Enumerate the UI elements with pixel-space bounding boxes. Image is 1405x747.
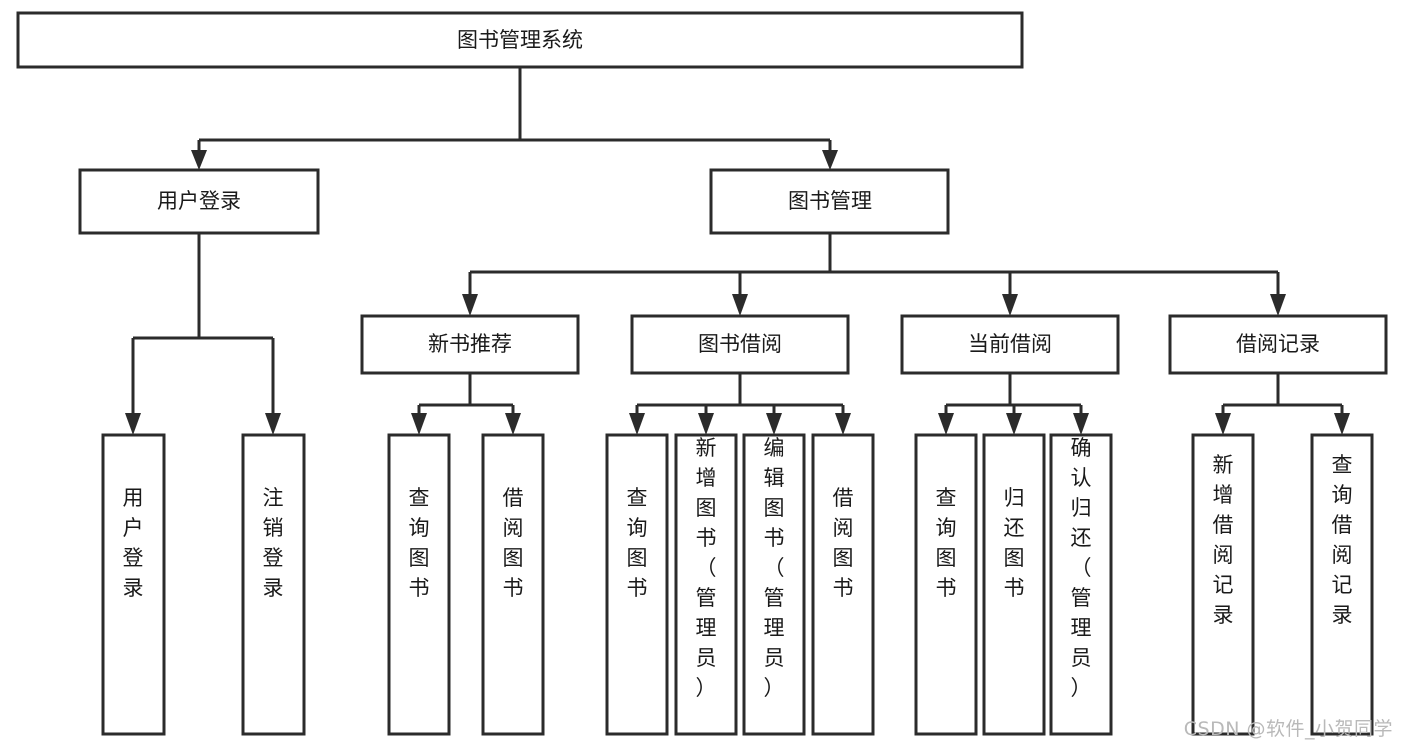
node-leaf-add-record[interactable]: 新增借阅记录 xyxy=(1191,433,1255,736)
node-user-login[interactable]: 用户登录 xyxy=(78,168,320,235)
arrowhead-book-manage xyxy=(822,150,838,170)
node-leaf-return-book-box[interactable] xyxy=(982,433,1046,736)
arrowhead-leaf-add-record xyxy=(1215,413,1231,435)
node-leaf-query-book-2-box[interactable] xyxy=(605,433,669,736)
node-leaf-query-record-box[interactable] xyxy=(1310,433,1374,736)
node-borrow-record-label: 借阅记录 xyxy=(1236,332,1320,356)
node-leaf-query-book-1[interactable]: 查询图书 xyxy=(387,433,451,736)
arrowhead-leaf-borrow-book-1 xyxy=(505,413,521,435)
arrowhead-current-borrow xyxy=(1002,294,1018,316)
node-borrow-record[interactable]: 借阅记录 xyxy=(1168,314,1388,375)
arrowhead-leaf-user-login xyxy=(125,413,141,435)
node-leaf-query-record[interactable]: 查询借阅记录 xyxy=(1310,433,1374,736)
node-leaf-borrow-book-2-label: 借阅图书 xyxy=(833,486,854,600)
node-leaf-add-book-label: 新增图书（管理员） xyxy=(696,436,717,700)
arrowhead-leaf-query-book-2 xyxy=(629,413,645,435)
node-leaf-edit-book[interactable]: 编辑图书（管理员） xyxy=(742,433,806,736)
node-leaf-return-book-label: 归还图书 xyxy=(1004,486,1025,600)
node-book-manage-box[interactable] xyxy=(709,168,950,235)
arrowhead-leaf-add-book xyxy=(698,413,714,435)
node-book-borrow-box[interactable] xyxy=(630,314,850,375)
node-leaf-query-book-3-label: 查询图书 xyxy=(936,486,957,600)
node-root-box[interactable] xyxy=(16,11,1024,69)
node-new-book-recommend-label: 新书推荐 xyxy=(428,332,512,356)
node-leaf-confirm-return-label: 确认归还（管理员） xyxy=(1071,436,1092,700)
node-leaf-query-book-1-box[interactable] xyxy=(387,433,451,736)
node-book-borrow[interactable]: 图书借阅 xyxy=(630,314,850,375)
node-book-borrow-label: 图书借阅 xyxy=(698,332,782,356)
node-leaf-query-book-3[interactable]: 查询图书 xyxy=(914,433,978,736)
node-new-book-recommend-box[interactable] xyxy=(360,314,580,375)
node-current-borrow[interactable]: 当前借阅 xyxy=(900,314,1120,375)
node-leaf-add-book[interactable]: 新增图书（管理员） xyxy=(674,433,738,736)
node-leaf-confirm-return[interactable]: 确认归还（管理员） xyxy=(1049,433,1113,736)
arrowhead-leaf-query-record xyxy=(1334,413,1350,435)
arrowhead-book-borrow xyxy=(732,294,748,316)
arrowhead-leaf-query-book-1 xyxy=(411,413,427,435)
node-leaf-query-book-2[interactable]: 查询图书 xyxy=(605,433,669,736)
node-leaf-user-logout-box[interactable] xyxy=(241,433,306,736)
node-leaf-user-logout-label: 注销登录 xyxy=(263,486,284,600)
connector-layer xyxy=(125,67,1350,435)
node-leaf-edit-book-box[interactable] xyxy=(742,433,806,736)
node-leaf-user-logout[interactable]: 注销登录 xyxy=(241,433,306,736)
node-book-manage[interactable]: 图书管理 xyxy=(709,168,950,235)
node-leaf-borrow-book-1[interactable]: 借阅图书 xyxy=(481,433,545,736)
arrowhead-leaf-edit-book xyxy=(766,413,782,435)
node-user-login-label: 用户登录 xyxy=(157,189,241,213)
node-new-book-recommend[interactable]: 新书推荐 xyxy=(360,314,580,375)
arrowhead-leaf-user-logout xyxy=(265,413,281,435)
arrowhead-leaf-return-book xyxy=(1006,413,1022,435)
arrowhead-leaf-borrow-book-2 xyxy=(835,413,851,435)
node-leaf-borrow-book-2-box[interactable] xyxy=(811,433,875,736)
arrowhead-new-book-recommend xyxy=(462,294,478,316)
node-leaf-borrow-book-2[interactable]: 借阅图书 xyxy=(811,433,875,736)
arrowhead-user-login xyxy=(191,150,207,170)
node-leaf-add-record-box[interactable] xyxy=(1191,433,1255,736)
node-leaf-add-book-box[interactable] xyxy=(674,433,738,736)
node-leaf-add-record-label: 新增借阅记录 xyxy=(1213,453,1234,627)
node-leaf-query-book-1-label: 查询图书 xyxy=(409,486,430,600)
node-leaf-edit-book-label: 编辑图书（管理员） xyxy=(764,436,785,700)
arrowhead-borrow-record xyxy=(1270,294,1286,316)
node-leaf-user-login-label: 用户登录 xyxy=(123,486,144,600)
node-leaf-confirm-return-box[interactable] xyxy=(1049,433,1113,736)
node-borrow-record-box[interactable] xyxy=(1168,314,1388,375)
node-book-manage-label: 图书管理 xyxy=(788,189,872,213)
node-leaf-user-login-box[interactable] xyxy=(101,433,166,736)
node-leaf-query-book-3-box[interactable] xyxy=(914,433,978,736)
node-current-borrow-box[interactable] xyxy=(900,314,1120,375)
node-leaf-query-record-label: 查询借阅记录 xyxy=(1332,453,1353,627)
node-root[interactable]: 图书管理系统 xyxy=(16,11,1024,69)
arrowhead-leaf-confirm-return xyxy=(1073,413,1089,435)
node-leaf-user-login[interactable]: 用户登录 xyxy=(101,433,166,736)
node-current-borrow-label: 当前借阅 xyxy=(968,332,1052,356)
node-leaf-borrow-book-1-box[interactable] xyxy=(481,433,545,736)
arrowhead-leaf-query-book-3 xyxy=(938,413,954,435)
node-leaf-borrow-book-1-label: 借阅图书 xyxy=(503,486,524,600)
node-user-login-box[interactable] xyxy=(78,168,320,235)
node-root-label: 图书管理系统 xyxy=(457,28,583,52)
watermark: CSDN @软件_小贺同学 xyxy=(1183,718,1393,740)
node-leaf-return-book[interactable]: 归还图书 xyxy=(982,433,1046,736)
node-leaf-query-book-2-label: 查询图书 xyxy=(627,486,648,600)
